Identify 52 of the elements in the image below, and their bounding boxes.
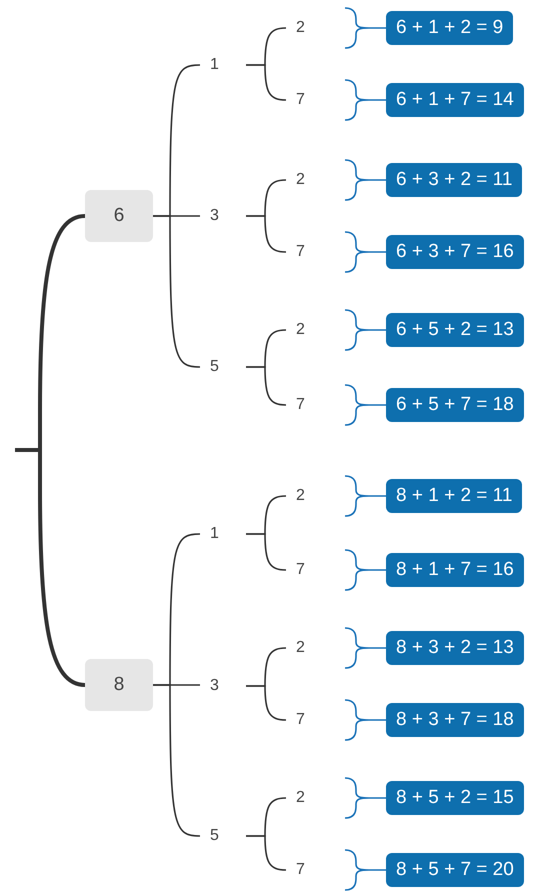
- number-box: 8: [85, 659, 153, 711]
- number-label: 5: [200, 353, 246, 381]
- number-label: 2: [286, 316, 345, 344]
- brace-connector: [344, 384, 387, 426]
- number-label: 5: [200, 822, 246, 850]
- brace-connector: [344, 231, 387, 273]
- sum-box: 6 + 1 + 7 = 14: [386, 83, 524, 117]
- sum-box: 6 + 3 + 7 = 16: [386, 235, 524, 269]
- number-label: 2: [286, 634, 345, 662]
- connector-line: [246, 685, 286, 721]
- sum-box: 8 + 3 + 2 = 13: [386, 631, 524, 665]
- number-label: 7: [286, 856, 345, 884]
- brace-connector: [344, 7, 387, 49]
- sum-box: 6 + 5 + 7 = 18: [386, 388, 524, 422]
- sum-box: 6 + 1 + 2 = 9: [386, 11, 514, 45]
- connector-line: [246, 835, 286, 871]
- sum-box: 6 + 5 + 2 = 13: [386, 313, 524, 347]
- sum-box: 6 + 3 + 2 = 11: [386, 163, 522, 197]
- number-label: 1: [200, 51, 246, 79]
- number-label: 2: [286, 784, 345, 812]
- connector-line: [246, 215, 286, 253]
- sum-box: 8 + 3 + 7 = 18: [386, 703, 524, 737]
- connector-line: [153, 684, 200, 837]
- number-label: 2: [286, 166, 345, 194]
- brace-connector: [344, 549, 387, 591]
- connector-line: [246, 533, 286, 571]
- number-label: 7: [286, 556, 345, 584]
- brace-connector: [344, 627, 387, 669]
- connector-line: [246, 366, 286, 406]
- sum-box: 8 + 5 + 7 = 20: [386, 853, 524, 887]
- brace-connector: [344, 79, 387, 121]
- number-label: 7: [286, 238, 345, 266]
- number-label: 3: [200, 202, 246, 230]
- connector-line: [246, 64, 286, 101]
- brace-connector: [344, 309, 387, 351]
- number-label: 1: [200, 520, 246, 548]
- sum-box: 8 + 1 + 7 = 16: [386, 553, 524, 587]
- number-label: 7: [286, 86, 345, 114]
- number-label: 2: [286, 482, 345, 510]
- brace-connector: [344, 699, 387, 741]
- number-label: 3: [200, 672, 246, 700]
- brace-connector: [344, 159, 387, 201]
- connector-line: [153, 215, 200, 368]
- number-label: 2: [286, 14, 345, 42]
- brace-connector: [344, 475, 387, 517]
- number-box: 6: [85, 190, 153, 242]
- brace-connector: [344, 777, 387, 819]
- brace-connector: [344, 849, 387, 891]
- number-label: 7: [286, 706, 345, 734]
- number-label: 7: [286, 391, 345, 419]
- sum-box: 8 + 1 + 2 = 11: [386, 479, 522, 513]
- sum-box: 8 + 5 + 2 = 15: [386, 781, 524, 815]
